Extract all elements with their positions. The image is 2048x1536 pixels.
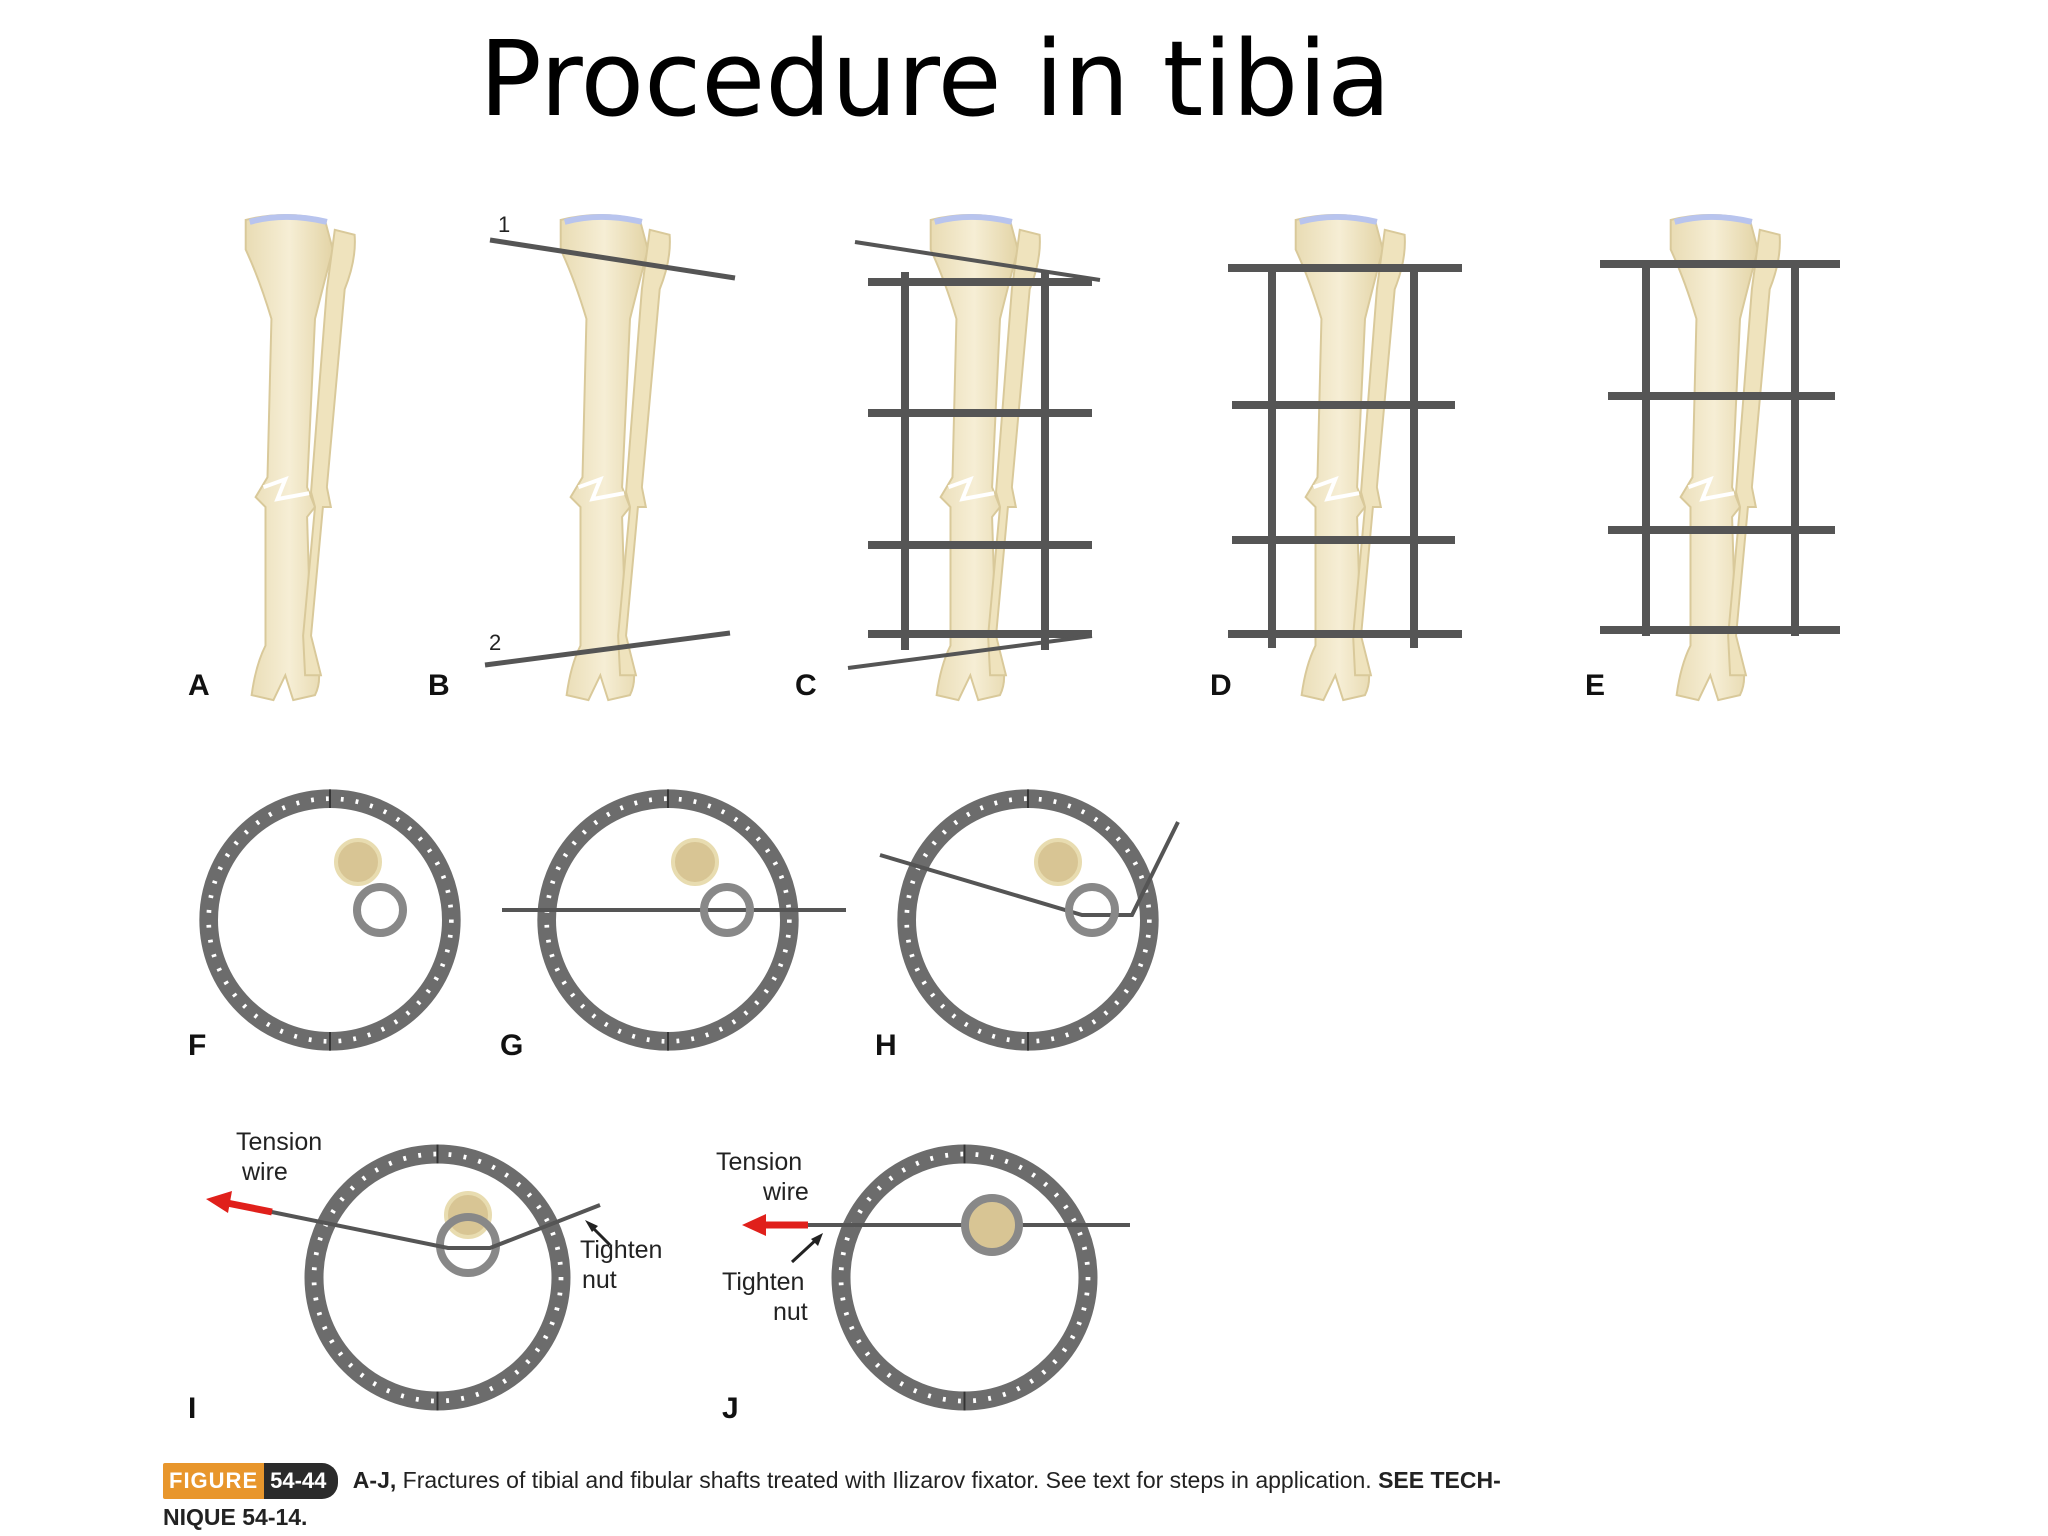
panel-label-c: C xyxy=(795,669,817,702)
wire-number-2: 2 xyxy=(489,630,501,655)
panel-label-g: G xyxy=(500,1029,523,1062)
red-arrow-icon xyxy=(206,1191,273,1216)
caption-range: A-J, xyxy=(352,1467,397,1493)
panel-label-h: H xyxy=(875,1029,897,1062)
panel-label-e: E xyxy=(1585,669,1605,702)
panel-h-ring xyxy=(879,789,1180,1050)
annotation-tension-wire-i-2: wire xyxy=(241,1158,288,1186)
figure-number: 54-44 xyxy=(264,1463,339,1499)
caption-see: SEE TECH- xyxy=(1378,1467,1501,1493)
panel-a-leg xyxy=(246,215,355,700)
annotation-tension-wire-j-2: wire xyxy=(762,1178,809,1206)
annotation-tighten-nut-i-1: Tighten xyxy=(580,1236,662,1264)
caption-text: Fractures of tibial and fibular shafts t… xyxy=(402,1467,1372,1493)
panel-label-f: F xyxy=(188,1029,206,1062)
panel-f-ring xyxy=(209,789,452,1050)
wire-1 xyxy=(489,237,736,281)
panel-label-i: I xyxy=(188,1392,196,1425)
panel-d-leg-frame xyxy=(1228,215,1462,700)
annotation-tighten-nut-i-2: nut xyxy=(582,1266,617,1294)
panel-label-b: B xyxy=(428,669,450,702)
panel-label-a: A xyxy=(188,669,210,702)
slide-title: Procedure in tibia xyxy=(479,18,1391,140)
annotation-tension-wire-j-1: Tension xyxy=(716,1148,802,1176)
caption-technique: NIQUE 54-14. xyxy=(163,1504,308,1530)
panel-label-j: J xyxy=(722,1392,739,1425)
figure-tag: FIGURE xyxy=(163,1463,265,1499)
panel-j-ring xyxy=(742,1145,1130,1411)
annotation-tension-wire-i-1: Tension xyxy=(236,1128,322,1156)
wire-number-1: 1 xyxy=(498,212,510,237)
panel-i-ring xyxy=(206,1145,612,1411)
panel-e-leg-frame xyxy=(1600,215,1840,700)
red-arrow-icon xyxy=(742,1214,808,1236)
panel-c-leg-frame xyxy=(847,215,1101,700)
annotation-tighten-nut-j-2: nut xyxy=(773,1298,808,1326)
wire-2 xyxy=(484,630,731,668)
panel-label-d: D xyxy=(1210,669,1232,702)
panel-g-ring xyxy=(502,789,846,1050)
annotation-tighten-nut-j-1: Tighten xyxy=(722,1268,804,1296)
panel-b-leg xyxy=(484,215,736,700)
